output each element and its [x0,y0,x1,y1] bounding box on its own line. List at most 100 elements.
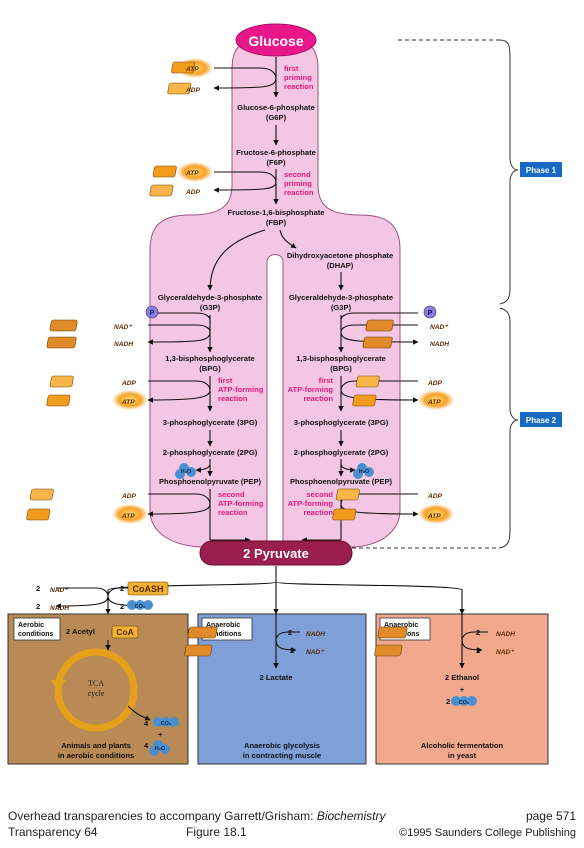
bpg-left-name: 1,3-bisphosphoglycerate [165,354,254,363]
nadh-out-aerobic [55,595,109,609]
aerobic-cond-line2: conditions [18,631,53,638]
tca-arrowhead [50,680,66,690]
atp-icon: ATP [46,390,148,410]
first-atp-right-line2: ATP-forming [288,385,334,394]
first-atp-left-line1: first [218,376,233,385]
adp-in-right-1 [340,380,418,391]
svg-text:ATP: ATP [121,399,135,406]
aerobic-coash-coef: 2 [120,584,124,593]
muscle-nadh-coef: 2 [288,628,292,637]
aerobic-co2-coef: 2 [120,602,124,611]
atp-out-left-2 [147,503,211,517]
adp-icon: ADP [335,488,443,501]
water-out-right [340,463,356,473]
pi-in-right [340,312,418,321]
adp-out-arrow-1 [213,77,277,91]
muscle-caption-line2: in contracting muscle [243,751,322,760]
g6p-name: Glucose-6-phosphate [237,103,315,112]
svg-text:CO₂: CO₂ [459,700,470,706]
nad-in-left [148,324,211,333]
svg-text:H₂O: H₂O [359,469,370,475]
atp-in-arrow-1 [214,67,277,79]
lactate-label: 2 Lactate [260,673,293,682]
yeast-cond-line1: Anaerobic [384,622,418,629]
svg-text:ADP: ADP [185,189,201,196]
nad-icon: NAD⁺ [49,319,133,332]
svg-text:ATP: ATP [185,66,199,73]
svg-text:NADH: NADH [496,631,515,638]
svg-text:ADP: ADP [121,380,137,387]
co2-icon: CO₂ [451,696,477,706]
nadh-icon: NADH [50,605,69,612]
nad-out-muscle [275,639,297,653]
nad-in-right [340,324,418,333]
water-icon: H₂O [149,740,170,756]
aerobic-plus: + [158,730,163,739]
glucose-label: Glucose [248,33,303,49]
footer-line1: Overhead transparencies to accompany Gar… [8,809,386,823]
svg-text:ATP: ATP [427,513,441,520]
pg2-left: 2-phosphoglycerate (2PG) [163,448,258,457]
muscle-cond-line1: Anaerobic [206,622,240,629]
tca-line1: TCA [88,679,104,688]
tca-line2: cycle [88,689,105,698]
nadh-icon: NADH [187,626,325,639]
atp-icon: ATP [332,504,454,524]
arrow-fbp-g3p-left [207,229,266,291]
nad-out-yeast [461,639,483,653]
adp-in-left-1 [148,380,211,391]
second-atp-right-line2: ATP-forming [288,499,334,508]
bpg-left-abbr: (BPG) [199,364,221,373]
svg-text:P: P [150,310,155,317]
svg-text:NAD⁺: NAD⁺ [496,649,515,656]
g3p-left-name: Glyceraldehyde-3-phosphate [158,293,262,302]
atp-icon: ATP [352,390,454,410]
svg-text:ATP: ATP [427,399,441,406]
aerobic-nadh-coef: 2 [36,602,40,611]
adp-in-left-2 [148,493,211,505]
arrow-fbp-dhap [279,229,297,249]
svg-text:NADH: NADH [50,605,69,612]
nadh-in-yeast [461,631,488,641]
first-atp-right-line1: first [319,376,334,385]
nadh-out-left [147,331,211,345]
nadh-out-right [340,331,419,345]
atp-icon: ATP [152,162,213,182]
pep-left: Phosphoenolpyruvate (PEP) [159,477,262,486]
arrow-pyruvate-aerobic [105,581,277,615]
aerobic-nad-coef: 2 [36,584,40,593]
second-priming-line1: second [284,170,311,179]
svg-text:H₂O: H₂O [155,746,166,752]
yeast-caption-line2: in yeast [448,751,477,760]
second-atp-right-line3: reaction [303,508,333,517]
arrow-pyruvate-yeast [275,581,465,615]
second-atp-right-line1: second [306,490,333,499]
phase1-badge [520,162,562,177]
phosphate-icon: P [423,305,437,319]
coash-icon: CoASH [127,581,169,596]
water-out-left [195,463,211,473]
second-priming-line3: reaction [284,188,314,197]
svg-text:CO₂: CO₂ [161,721,172,727]
first-priming-line3: reaction [284,82,314,91]
dhap-name: Dihydroxyacetone phosphate [287,251,393,260]
adp-out-arrow-2 [213,181,277,193]
bpg-right-abbr: (BPG) [330,364,352,373]
nad-icon: NAD⁺ [365,319,449,332]
pi-in-left [148,312,211,321]
first-atp-left-line2: ATP-forming [218,385,264,394]
yeast-plus: + [460,685,465,694]
svg-text:NAD⁺: NAD⁺ [50,587,69,594]
atp-out-left-1 [147,389,211,403]
g3p-left-abbr: (G3P) [200,303,221,312]
atp-in-arrow-2 [214,171,277,183]
water-icon: H₂O [353,463,374,479]
aerobic-caption-line1: Animals and plants [61,741,131,750]
phase2-badge [520,412,562,427]
yeast-co2-coef: 2 [446,697,450,706]
nad-icon: NAD⁺ [374,644,515,657]
acetyl-label: 2 Acetyl [66,627,95,636]
nadh-icon: NADH [46,336,133,349]
second-atp-left-line1: second [218,490,245,499]
muscle-caption-line1: Anaerobic glycolysis [244,741,320,750]
